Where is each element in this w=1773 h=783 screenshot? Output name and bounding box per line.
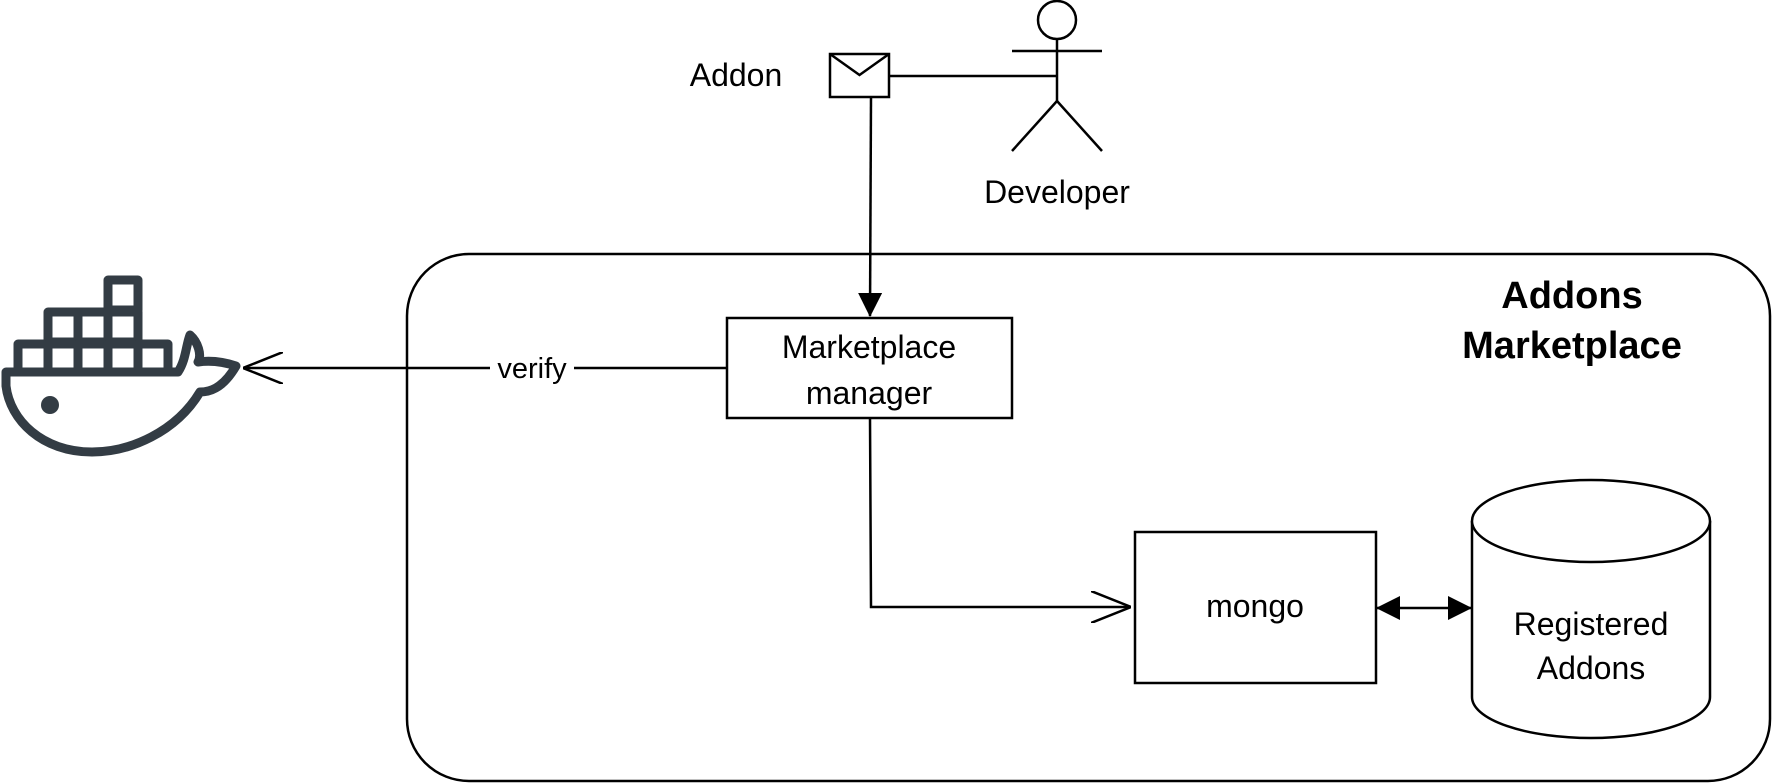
addon-to-manager-arrow [858, 96, 883, 317]
developer-label: Developer [984, 174, 1130, 210]
region-title-line2: Marketplace [1462, 325, 1682, 367]
addon-label: Addon [690, 57, 783, 93]
manager-label-line2: manager [806, 375, 933, 411]
registered-addons-database [1470, 478, 1712, 740]
addons-marketplace-region [405, 252, 1772, 783]
manager-to-mongo-arrow [868, 417, 1130, 607]
db-label-line2: Addons [1537, 650, 1646, 686]
stick-figure-icon [1011, 0, 1103, 152]
db-label-line1: Registered [1514, 606, 1669, 642]
docker-whale-icon [1, 275, 241, 457]
mongo-box [1133, 530, 1378, 685]
envelope-icon [828, 52, 891, 99]
mongo-label: mongo [1206, 588, 1304, 624]
manager-label-line1: Marketplace [782, 329, 956, 365]
marketplace-manager-box [725, 316, 1014, 420]
docker-whale-eye [41, 396, 59, 414]
region-title-line1: Addons [1501, 275, 1642, 317]
verify-label-background [490, 350, 574, 386]
verify-label: verify [497, 353, 567, 385]
